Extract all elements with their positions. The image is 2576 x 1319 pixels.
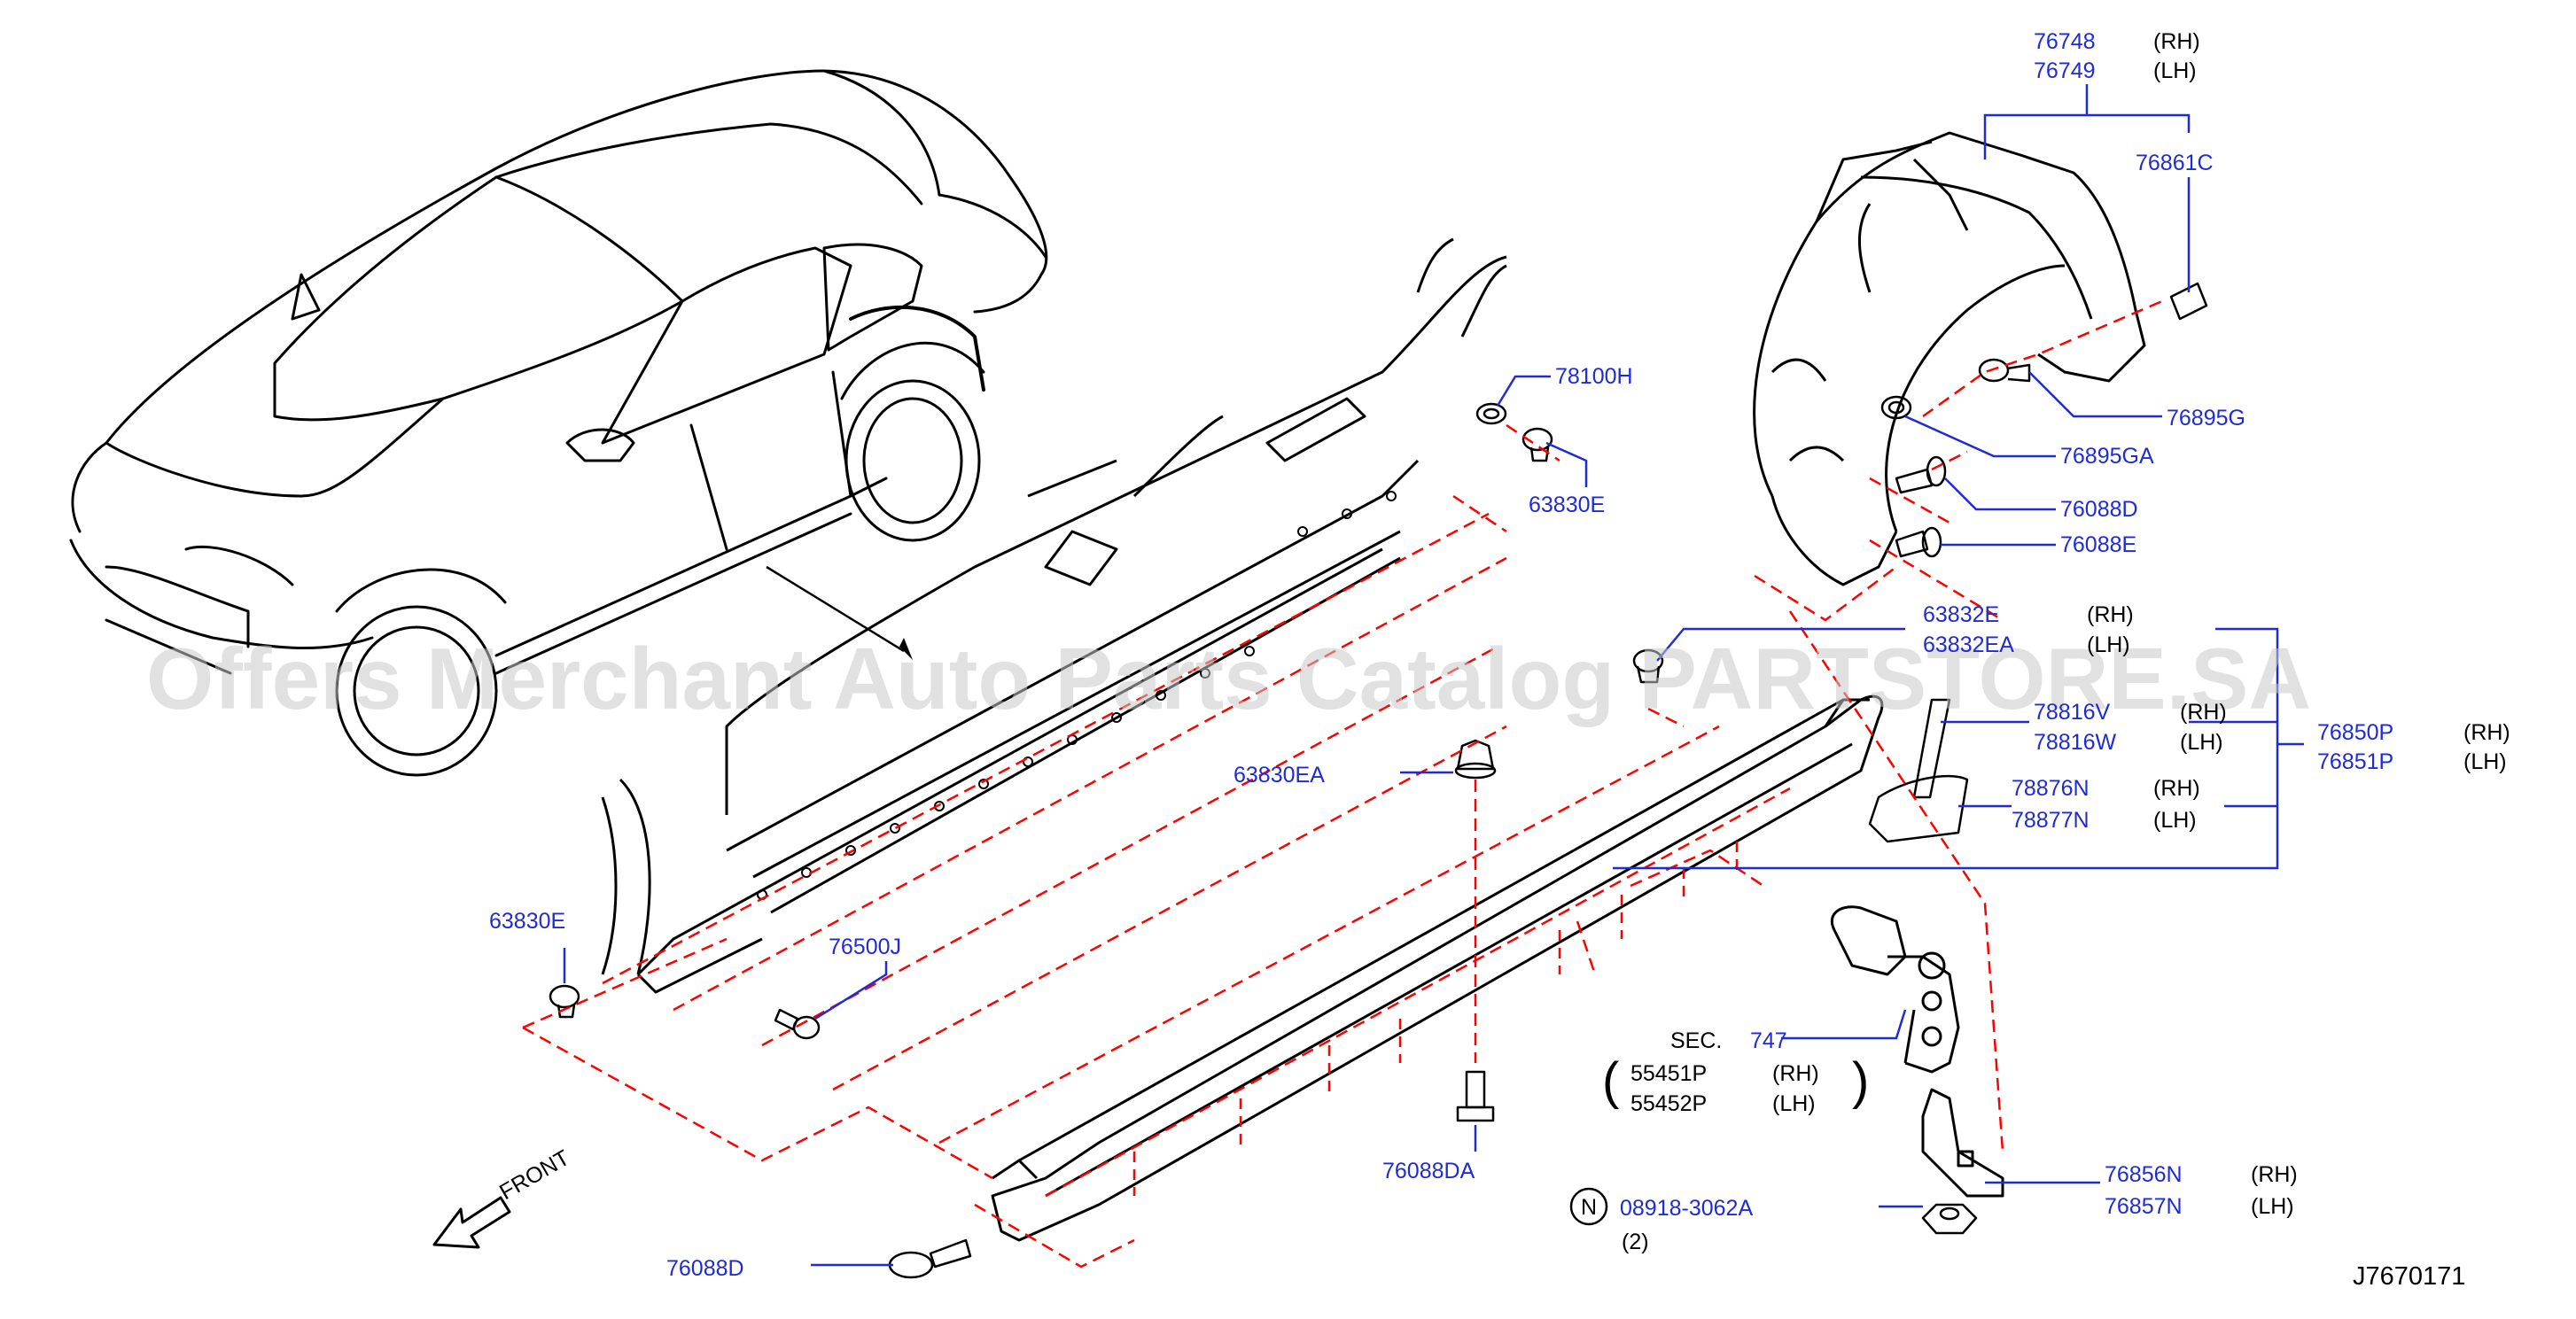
dashed-verticals: [1132, 842, 1739, 1196]
label-n-symbol: N: [1581, 1195, 1597, 1220]
label-sec-747[interactable]: 747: [1750, 1028, 1787, 1053]
screw-76088d-bottom-icon: [888, 1238, 972, 1279]
label-55451p: 55451P: [1630, 1061, 1707, 1086]
label-78877n-side: (LH): [2153, 808, 2197, 833]
label-78100h[interactable]: 78100H: [1555, 364, 1633, 389]
grommet-78100h-icon: [1475, 402, 1507, 425]
grommet-76895ga-icon: [1880, 395, 1912, 420]
label-76851p-side: (LH): [2463, 749, 2507, 774]
label-76857n-side: (LH): [2251, 1194, 2294, 1219]
dashed-reference-lines: [522, 299, 2163, 1269]
side-sill-cover: [991, 694, 1884, 1242]
fasteners: [549, 282, 2208, 1279]
label-63830ea[interactable]: 63830EA: [1234, 763, 1325, 788]
label-76088da[interactable]: 76088DA: [1382, 1159, 1475, 1183]
label-55452p-side: (LH): [1772, 1091, 1816, 1116]
label-78877n[interactable]: 78877N: [2012, 808, 2090, 833]
body-sill-structure: [601, 237, 1507, 994]
label-76748[interactable]: 76748: [2034, 29, 2096, 54]
label-76895g[interactable]: 76895G: [2167, 406, 2245, 431]
label-76088d-bottom[interactable]: 76088D: [666, 1256, 744, 1281]
label-76851p[interactable]: 76851P: [2317, 749, 2393, 774]
label-63832ea[interactable]: 63832EA: [1923, 632, 2014, 657]
label-76500j[interactable]: 76500J: [829, 935, 901, 959]
label-63830e-left[interactable]: 63830E: [489, 909, 565, 934]
label-76861c[interactable]: 76861C: [2136, 151, 2214, 175]
label-55452p: 55452P: [1630, 1091, 1707, 1116]
label-76856n-side: (RH): [2251, 1162, 2298, 1187]
paren-open: (: [1602, 1052, 1619, 1110]
clip-63830ea-icon: [1454, 739, 1497, 780]
label-76749-side: (LH): [2153, 58, 2197, 83]
leader-lines: [563, 84, 2304, 1267]
label-78876n[interactable]: 78876N: [2012, 776, 2090, 801]
label-63832e-side: (RH): [2087, 602, 2134, 627]
sill-arrow-tip: [899, 638, 913, 660]
label-78816w-side: (LH): [2180, 730, 2223, 755]
label-63830e-top[interactable]: 63830E: [1529, 493, 1605, 517]
clip-63830e-left-icon: [549, 984, 580, 1019]
sill-bracket-assembly: [1830, 905, 2004, 1198]
label-08918-3062a[interactable]: 08918-3062A: [1620, 1196, 1753, 1221]
label-08918-qty: (2): [1622, 1230, 1649, 1254]
label-63832ea-side: (LH): [2087, 632, 2130, 657]
nut-08918-icon: [1921, 1203, 1978, 1235]
mudguard-78876n-icon: [1868, 774, 1969, 843]
front-arrow-icon: [432, 1196, 511, 1249]
label-63832e[interactable]: 63832E: [1923, 602, 1999, 627]
bolt-n-symbol-icon: [1569, 1187, 1608, 1226]
sill-holes: [757, 491, 1397, 900]
label-55451p-side: (RH): [1772, 1061, 1819, 1086]
label-76748-side: (RH): [2153, 29, 2200, 54]
bolt-76088da-icon: [1456, 1070, 1495, 1122]
screw-76088d-icon: [1895, 455, 1947, 494]
sill-leader: [766, 565, 905, 653]
callout-labels: 76748 (RH) 76749 (LH) 76861C 76895G 7689…: [489, 29, 2510, 1291]
label-76088d-right[interactable]: 76088D: [2060, 497, 2138, 522]
label-78816v[interactable]: 78816V: [2034, 700, 2111, 725]
label-78816v-side: (RH): [2180, 700, 2227, 725]
label-76749[interactable]: 76749: [2034, 58, 2096, 83]
label-76850p-side: (RH): [2463, 720, 2510, 745]
label-78876n-side: (RH): [2153, 776, 2200, 801]
label-76850p[interactable]: 76850P: [2317, 720, 2393, 745]
car-illustration: [69, 69, 1048, 777]
wheel-house-liner: [1753, 131, 2146, 586]
label-76856n[interactable]: 76856N: [2105, 1162, 2183, 1187]
diagram-id: J7670171: [2353, 1262, 2465, 1291]
paren-close: ): [1852, 1052, 1869, 1110]
screw-76500j-icon: [774, 1008, 821, 1040]
label-76088e[interactable]: 76088E: [2060, 532, 2136, 557]
label-78816w[interactable]: 78816W: [2034, 730, 2117, 755]
label-76895ga[interactable]: 76895GA: [2060, 444, 2154, 469]
label-76857n[interactable]: 76857N: [2105, 1194, 2183, 1219]
molding-78816v-icon: [1912, 698, 1951, 799]
label-sec: SEC.: [1670, 1028, 1722, 1053]
clip-63830e-top-icon: [1521, 427, 1553, 462]
watermark: Offers Merchant Auto Parts Catalog PARTS…: [146, 630, 2311, 727]
screw-76088e-icon: [1895, 526, 1942, 558]
clip-63832e-icon: [1632, 648, 1664, 684]
front-label: FRONT: [495, 1145, 574, 1205]
